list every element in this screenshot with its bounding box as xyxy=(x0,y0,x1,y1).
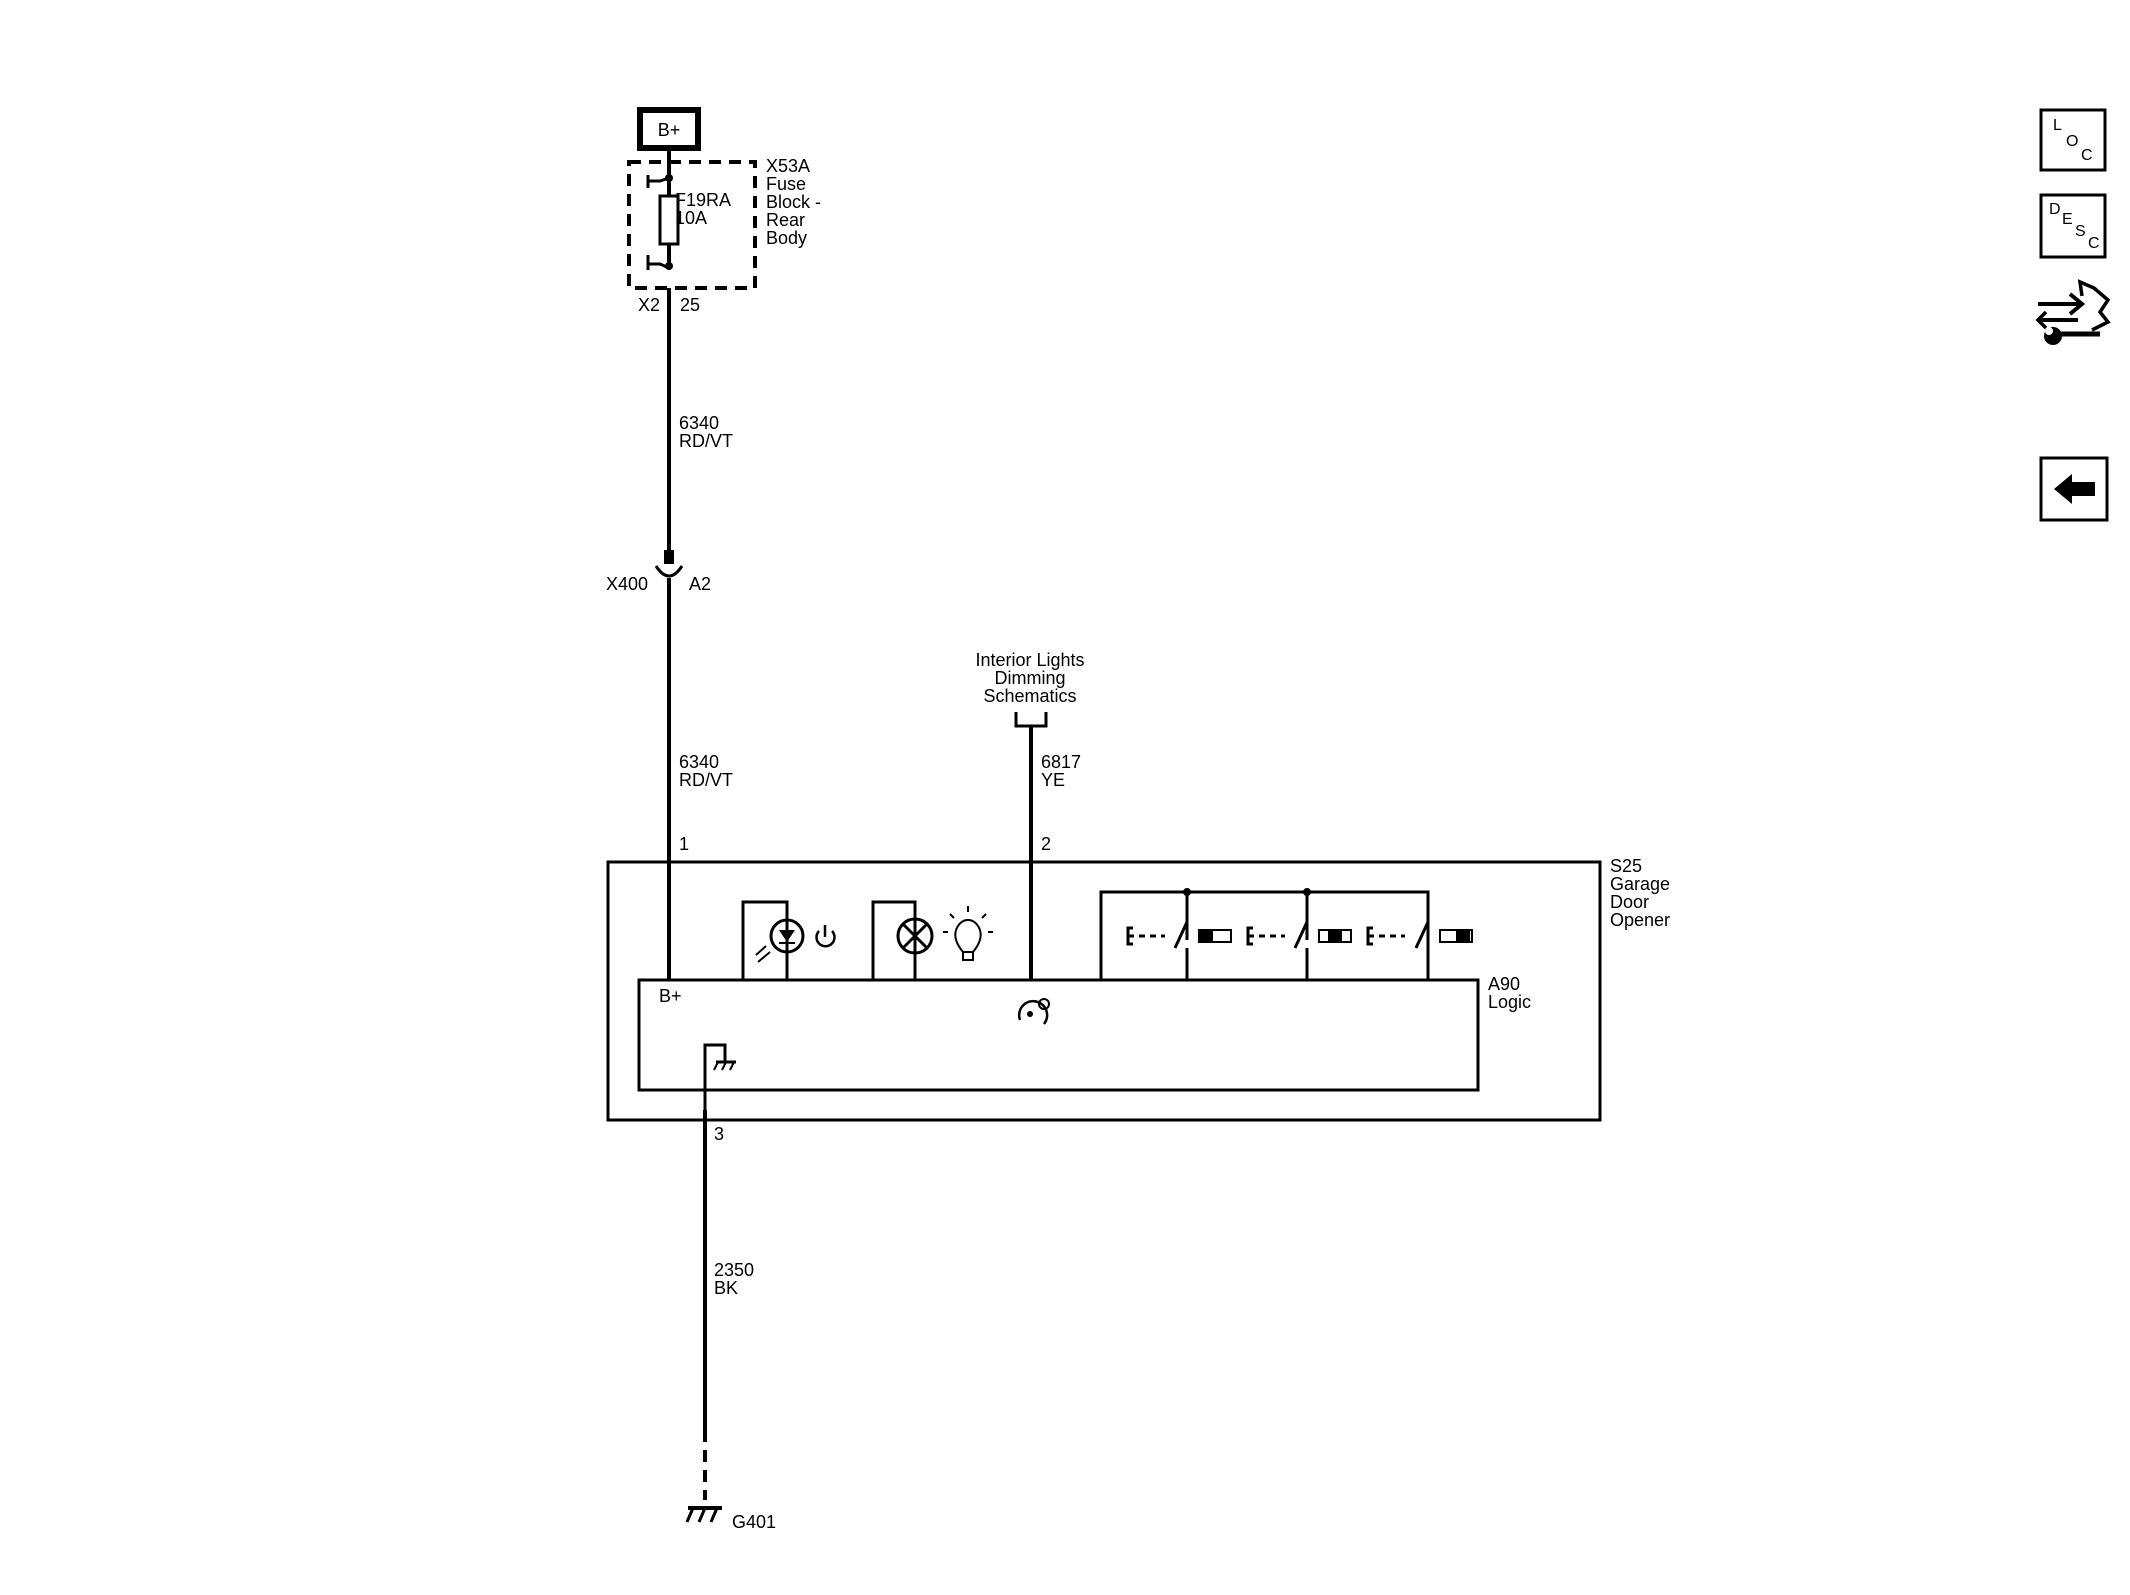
wire-3-color: YE xyxy=(1041,770,1065,790)
component-name-4: Opener xyxy=(1610,910,1670,930)
logic-module xyxy=(637,978,1480,1092)
light-bulb-icon xyxy=(943,906,993,961)
back-arrow-icon xyxy=(2054,474,2095,504)
module-name-1: A90 xyxy=(1488,974,1520,994)
loc-letter-2: O xyxy=(2066,133,2078,150)
component-name-2: Garage xyxy=(1610,874,1670,894)
wire-1-color: RD/VT xyxy=(679,431,733,451)
reference-connector-icon xyxy=(1014,712,1048,728)
fuse-block-name-2: Fuse xyxy=(766,174,806,194)
connector-tool-icon xyxy=(2035,279,2111,345)
fuse-block-name-3: Block - xyxy=(766,192,821,212)
fuse-rating: 10A xyxy=(675,208,707,228)
desc-letter-4: C xyxy=(2088,235,2100,252)
inline-connector-x400: X400 A2 xyxy=(606,550,711,594)
desc-letter-3: S xyxy=(2075,223,2086,240)
ground-label: G401 xyxy=(732,1512,776,1532)
pin-1-label: 1 xyxy=(679,834,689,854)
wire-2-color: RD/VT xyxy=(679,770,733,790)
loc-letter-1: L xyxy=(2053,117,2062,134)
component-name-3: Door xyxy=(1610,892,1649,912)
loc-letter-3: C xyxy=(2081,147,2093,164)
lamp-icon xyxy=(871,900,934,980)
module-name-2: Logic xyxy=(1488,992,1531,1012)
location-button[interactable]: L O C xyxy=(2039,108,2107,172)
pin-3-label: 3 xyxy=(714,1124,724,1144)
power-label: B+ xyxy=(658,120,681,140)
battery-power-source: B+ xyxy=(637,107,701,151)
pin-2-label: 2 xyxy=(1041,834,1051,854)
switch-1 xyxy=(1126,921,1232,980)
fuse-block-pin: 25 xyxy=(680,295,700,315)
wire-2-circuit: 6340 xyxy=(679,752,719,772)
wire-4-color: BK xyxy=(714,1278,738,1298)
reference-line-2[interactable]: Dimming xyxy=(994,668,1065,688)
desc-letter-1: D xyxy=(2049,201,2061,218)
description-button[interactable]: D E S C xyxy=(2039,193,2107,259)
inline-connector-pin: A2 xyxy=(689,574,711,594)
fuse-block: F19RA 10A X53A Fuse Block - Rear Body X2… xyxy=(627,150,821,315)
connector-tool-button[interactable] xyxy=(2035,279,2111,345)
fuse-name: F19RA xyxy=(675,190,731,210)
dimming-icon xyxy=(1017,998,1050,1025)
led-indicator-icon xyxy=(741,900,805,980)
module-bplus-label: B+ xyxy=(659,986,682,1006)
fuse-block-name-4: Rear xyxy=(766,210,805,230)
internal-ground-icon xyxy=(703,1043,736,1110)
reference-line-1[interactable]: Interior Lights xyxy=(975,650,1084,670)
chassis-ground-icon: G401 xyxy=(685,1506,776,1532)
fuse-block-connector: X2 xyxy=(638,295,660,315)
component-name-1: S25 xyxy=(1610,856,1642,876)
reference-line-3[interactable]: Schematics xyxy=(983,686,1076,706)
switch-3 xyxy=(1366,921,1473,980)
switch-bank xyxy=(1099,888,1430,980)
garage-door-opener-component: 1 2 S25 Garage Door Opener B+ A90 Logic xyxy=(606,834,1670,1144)
switch-2 xyxy=(1246,921,1352,980)
power-symbol-icon xyxy=(815,925,836,948)
wire-4-circuit: 2350 xyxy=(714,1260,754,1280)
fuse-block-name-1: X53A xyxy=(766,156,810,176)
interior-lights-reference[interactable]: Interior Lights Dimming Schematics xyxy=(975,650,1084,706)
fuse-block-name-5: Body xyxy=(766,228,807,248)
inline-connector-name: X400 xyxy=(606,574,648,594)
wire-1-circuit: 6340 xyxy=(679,413,719,433)
back-button[interactable] xyxy=(2039,456,2109,522)
desc-letter-2: E xyxy=(2062,211,2073,228)
wire-3-circuit: 6817 xyxy=(1041,752,1081,772)
